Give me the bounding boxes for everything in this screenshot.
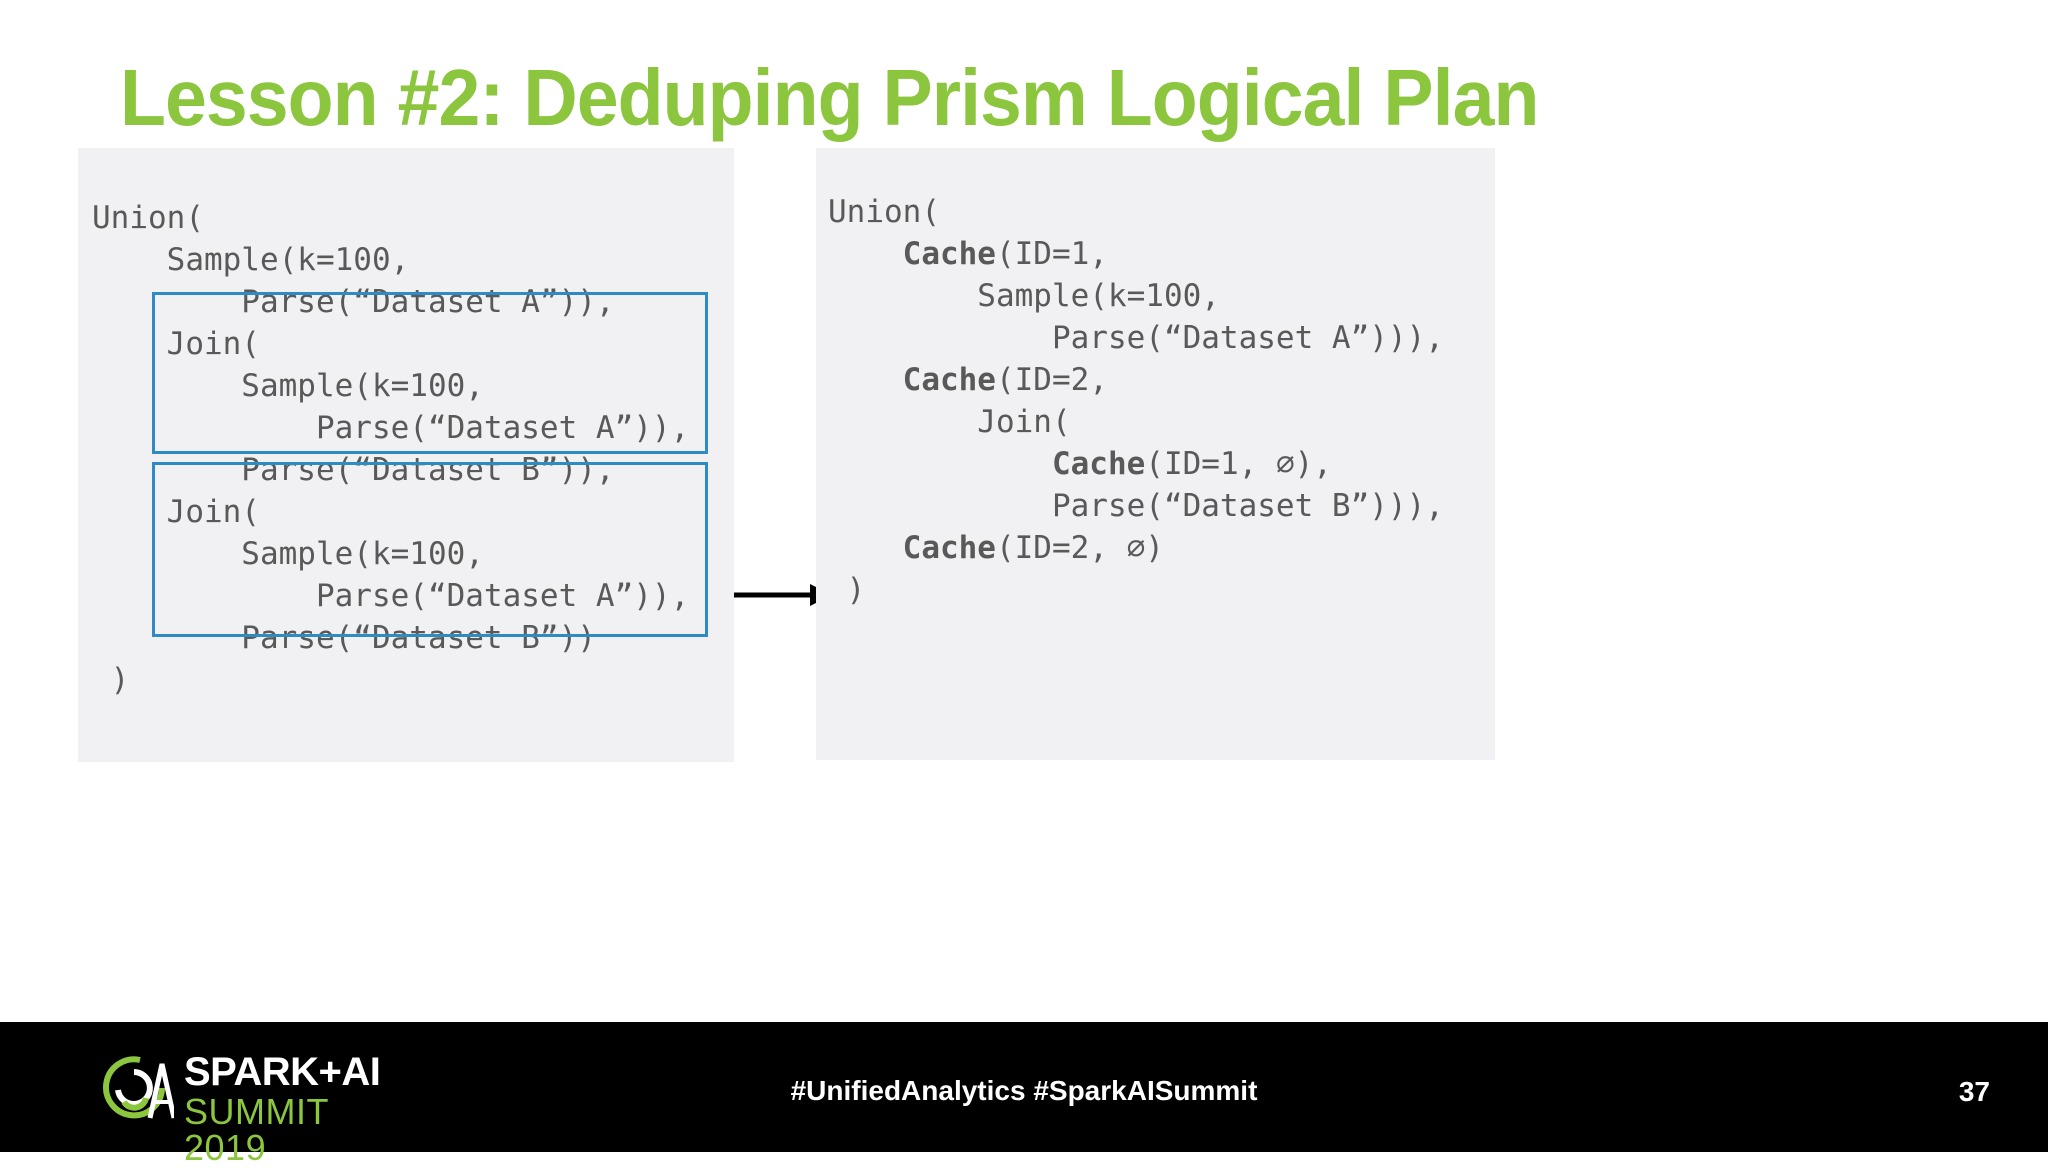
code-line: Cache(ID=2, ∅) (828, 527, 1444, 569)
code-line: Join( (828, 401, 1444, 443)
code-text: Sample(k=100, (828, 278, 1220, 314)
code-text: Parse(“Dataset B”))), (828, 488, 1444, 524)
code-line: Cache(ID=1, (828, 233, 1444, 275)
code-line: Sample(k=100, (92, 368, 484, 404)
code-text: (ID=1, (995, 236, 1108, 272)
code-line: ) (92, 662, 130, 698)
code-line: Parse(“Dataset B”))), (828, 485, 1444, 527)
logo-spark-ai-text: SPARK+AI (184, 1050, 381, 1094)
code-line: Parse(“Dataset B”)), (92, 452, 615, 488)
deduped-plan-code: Union( Cache(ID=1, Sample(k=100, Parse(“… (828, 191, 1444, 611)
code-text (828, 446, 1052, 482)
code-line: Parse(“Dataset A”))), (828, 317, 1444, 359)
logo-wordmark: SPARK+AI SUMMIT 2019 (184, 1052, 400, 1166)
code-line: Union( (92, 200, 204, 236)
footer-hashtags: #UnifiedAnalytics #SparkAISummit (790, 1075, 1258, 1106)
code-line: Cache(ID=1, ∅), (828, 443, 1444, 485)
code-line: Parse(“Dataset A”)), (92, 410, 690, 446)
code-text: Join( (828, 404, 1071, 440)
cache-keyword: Cache (902, 362, 996, 398)
spark-spiral-icon (103, 1056, 174, 1119)
code-text: Union( (828, 194, 940, 230)
code-text (828, 362, 903, 398)
cache-keyword: Cache (902, 236, 996, 272)
slide-number: 37 (1958, 1076, 1990, 1107)
footer-bar (0, 1022, 2048, 1152)
cache-keyword: Cache (1051, 446, 1146, 482)
spark-ai-summit-logo: SPARK+AI SUMMIT 2019 (100, 1052, 400, 1166)
code-text (828, 530, 903, 566)
code-text: Parse(“Dataset A”))), (828, 320, 1444, 356)
code-line: Sample(k=100, (92, 242, 410, 278)
code-line: Join( (92, 494, 260, 530)
deduped-plan-panel: Union( Cache(ID=1, Sample(k=100, Parse(“… (816, 148, 1495, 760)
code-text: (ID=2, (995, 362, 1108, 398)
code-line: Parse(“Dataset A”)), (92, 578, 690, 614)
code-line: Sample(k=100, (828, 275, 1444, 317)
page-title: Lesson #2: Deduping Prism Logical Plan (120, 53, 1539, 142)
code-line: Parse(“Dataset A”)), (92, 284, 615, 320)
code-line: Sample(k=100, (92, 536, 484, 572)
original-plan-code: Union( Sample(k=100, Parse(“Dataset A”))… (92, 197, 689, 701)
code-text: (ID=2, ∅) (995, 530, 1164, 566)
code-text (828, 236, 903, 272)
code-text: (ID=1, ∅), (1145, 446, 1332, 482)
code-line: ) (828, 569, 1444, 611)
code-line: Join( (92, 326, 260, 362)
code-line: Union( (828, 191, 1444, 233)
code-line: Parse(“Dataset B”)) (92, 620, 596, 656)
original-plan-panel: Union( Sample(k=100, Parse(“Dataset A”))… (78, 148, 734, 762)
code-text: ) (828, 572, 866, 608)
code-line: Cache(ID=2, (828, 359, 1444, 401)
cache-keyword: Cache (902, 530, 996, 566)
